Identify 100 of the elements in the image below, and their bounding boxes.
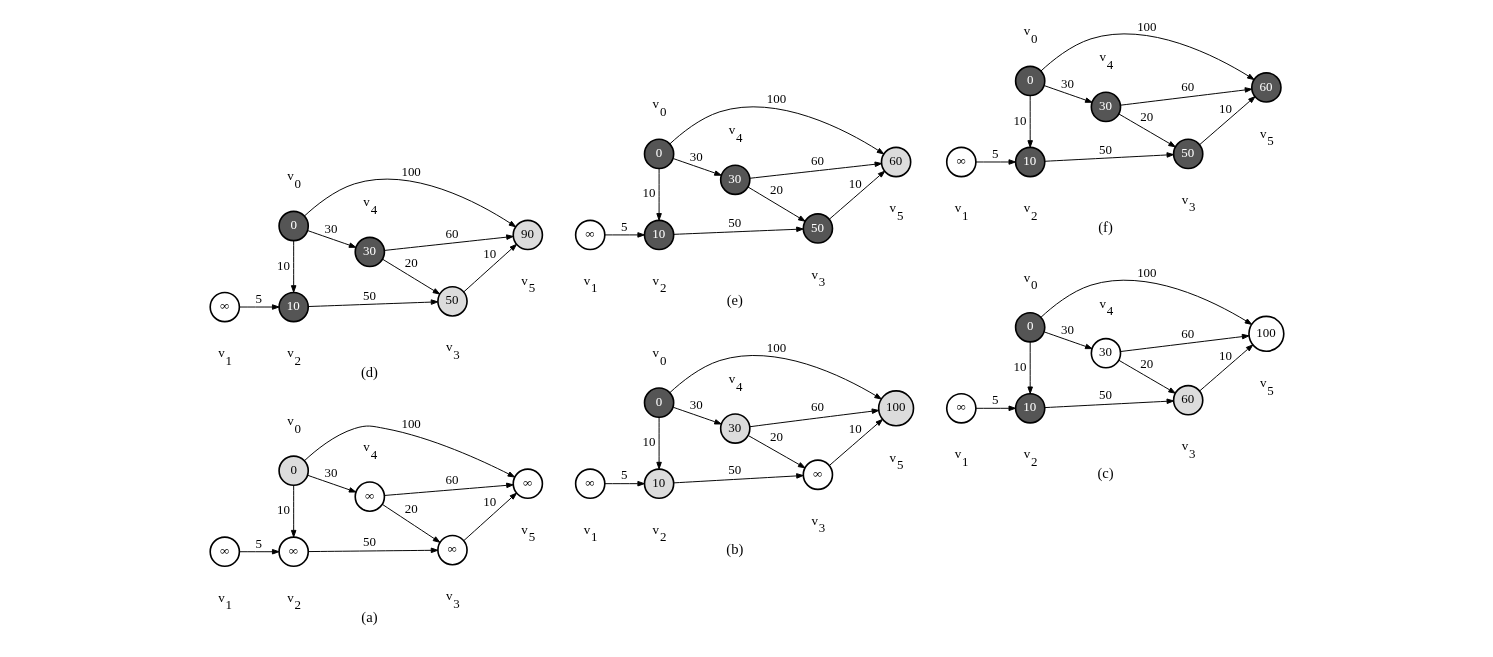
arrow xyxy=(655,416,662,470)
node-circle: 10 xyxy=(1014,146,1046,178)
arrow xyxy=(290,485,296,538)
arrow xyxy=(1118,359,1176,394)
node-circle: 0 xyxy=(1014,311,1046,343)
edge-label: 30 xyxy=(1060,76,1074,92)
node-circle: 60 xyxy=(1172,384,1204,416)
arrow xyxy=(307,547,438,554)
edge-label: 60 xyxy=(1180,79,1194,95)
arrow xyxy=(462,243,517,293)
arrow xyxy=(655,168,662,221)
arrow xyxy=(748,161,882,179)
node-circle: ∞ xyxy=(436,534,468,566)
node-circle: ∞ xyxy=(574,219,606,251)
node-circle: 10 xyxy=(277,291,309,323)
label: (e) xyxy=(726,291,743,308)
arrow xyxy=(290,240,296,293)
label: (f) xyxy=(1097,219,1113,235)
edge-label: 20 xyxy=(404,500,418,516)
node-circle: 50 xyxy=(436,285,468,317)
edge-label: 5 xyxy=(255,290,262,306)
arrow xyxy=(1043,331,1092,350)
edge-label: 30 xyxy=(1060,322,1074,338)
edge-label: 20 xyxy=(769,429,783,445)
arrow xyxy=(303,178,516,228)
edge-label: 5 xyxy=(620,467,627,483)
arrow xyxy=(747,186,806,222)
edge-label: 50 xyxy=(727,461,741,477)
arrow xyxy=(462,492,517,542)
arrow xyxy=(1198,344,1253,392)
edge-label: 60 xyxy=(810,153,824,169)
node-circle: 30 xyxy=(1090,337,1121,369)
node-circle: 60 xyxy=(880,146,911,178)
node-circle: 30 xyxy=(719,413,751,444)
edge-label: 10 xyxy=(641,185,655,201)
node-circle: 0 xyxy=(277,210,309,242)
node-circle: 10 xyxy=(643,468,674,500)
node-circle: ∞ xyxy=(945,392,977,424)
arrow xyxy=(672,226,804,235)
edge-label: 60 xyxy=(1180,325,1194,341)
node-circle: 30 xyxy=(353,236,385,268)
edge-label: 20 xyxy=(1139,109,1153,125)
edge-label: 100 xyxy=(1136,18,1157,34)
arrow xyxy=(828,419,883,466)
edge-label: 30 xyxy=(689,149,703,165)
edge-label: 20 xyxy=(1139,355,1153,371)
arrow xyxy=(975,159,1016,165)
arrow xyxy=(381,503,440,543)
arrow xyxy=(383,482,514,496)
arrow xyxy=(672,473,804,484)
edge-label: 10 xyxy=(276,257,290,273)
node-circle: 0 xyxy=(643,387,674,419)
arrow xyxy=(1026,95,1033,148)
arrow xyxy=(1043,398,1174,409)
edge-label: 60 xyxy=(810,399,824,415)
arrow xyxy=(303,425,515,478)
label: (b) xyxy=(725,540,743,557)
edge-label: 100 xyxy=(400,164,421,180)
node-circle: 0 xyxy=(277,455,309,487)
edge-label: 60 xyxy=(445,472,459,488)
arrow xyxy=(828,170,885,220)
edge-label: 30 xyxy=(689,396,703,412)
edge-label: 10 xyxy=(1013,112,1027,128)
arrow xyxy=(603,480,645,487)
arrow xyxy=(383,234,514,251)
arrow xyxy=(238,304,279,310)
edge-label: 10 xyxy=(482,246,496,262)
arrow xyxy=(1039,33,1255,81)
node-circle: 50 xyxy=(802,213,833,244)
arrow xyxy=(1119,87,1252,106)
edge-label: 10 xyxy=(848,421,862,437)
edge-label: 50 xyxy=(362,533,376,549)
edge-label: 50 xyxy=(1098,141,1112,157)
arrow xyxy=(747,435,805,469)
arrow xyxy=(672,406,722,425)
edge-label: 10 xyxy=(1218,347,1232,363)
edge-label: 100 xyxy=(766,340,786,356)
arrow xyxy=(307,299,438,307)
arrow xyxy=(672,158,722,176)
arrow xyxy=(1198,96,1255,146)
edge-label: 10 xyxy=(482,494,496,510)
arrow xyxy=(306,474,356,493)
arrow xyxy=(668,106,884,155)
edge-label: 30 xyxy=(323,221,337,237)
node-circle: 10 xyxy=(1014,392,1046,424)
node-circle: 0 xyxy=(643,138,674,170)
edge-label: 10 xyxy=(276,502,290,518)
edge-label: 10 xyxy=(1218,101,1232,117)
edge-label: 100 xyxy=(400,415,421,431)
edge-label: 60 xyxy=(445,225,459,241)
arrow xyxy=(1118,113,1176,148)
arrow xyxy=(975,405,1016,412)
edge-label: 5 xyxy=(991,392,999,408)
label: (c) xyxy=(1096,465,1114,482)
node-circle: ∞ xyxy=(945,146,977,178)
node-circle: 50 xyxy=(1172,138,1204,170)
edge-label: 5 xyxy=(255,535,262,551)
edge-label: 50 xyxy=(362,288,376,304)
arrow xyxy=(1026,341,1033,394)
arrow xyxy=(603,232,645,238)
